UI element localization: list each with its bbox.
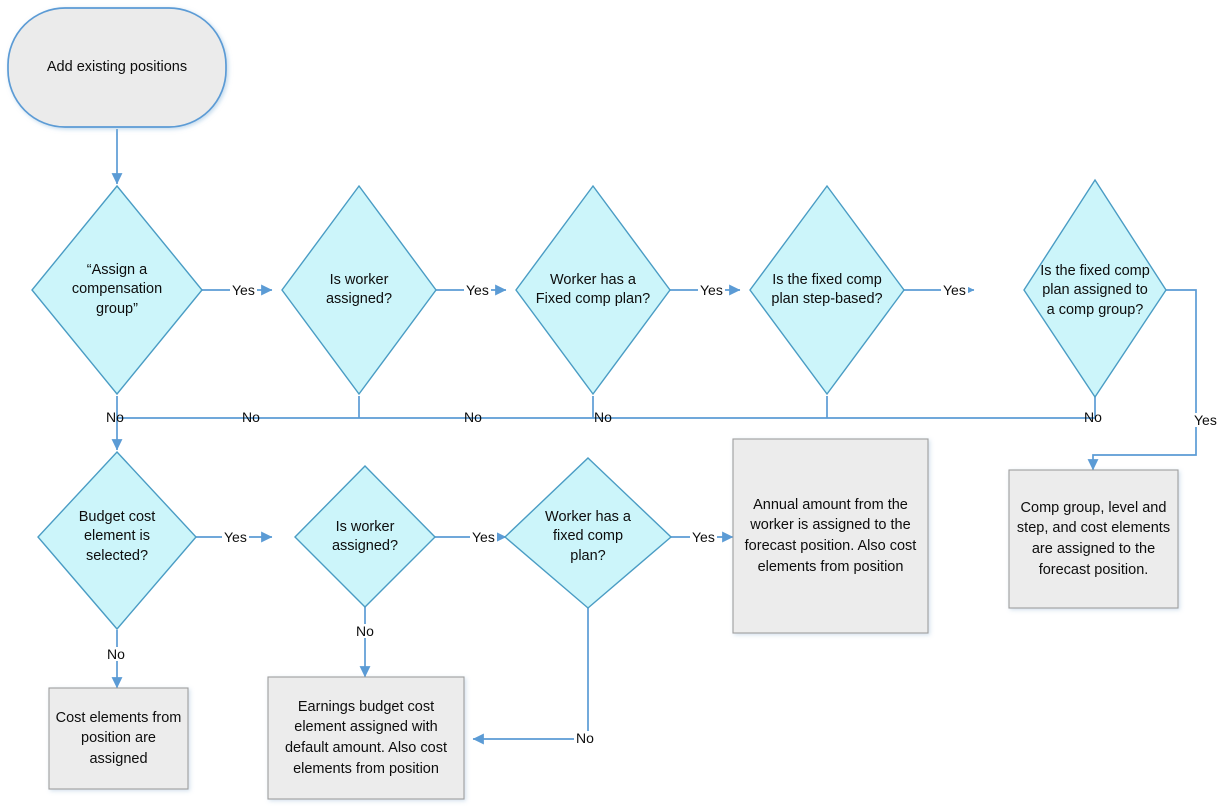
node-compgroup-shape[interactable] (1008, 469, 1179, 609)
node-costelements-shape[interactable] (48, 687, 189, 790)
node-d7-shape[interactable] (294, 465, 436, 608)
node-d8-shape[interactable] (503, 457, 673, 609)
connector-group (111, 129, 1197, 745)
node-start-shape[interactable] (7, 7, 227, 128)
node-d1-shape[interactable] (31, 184, 203, 396)
node-d4-shape[interactable] (749, 184, 905, 396)
node-d5-shape[interactable] (1023, 178, 1167, 399)
node-earnings-shape[interactable] (267, 676, 465, 800)
edge-d8-no-earnings (472, 607, 589, 745)
node-d6-shape[interactable] (37, 450, 197, 631)
edge-d5-yes-to-compgroup (1087, 289, 1197, 471)
node-d2-shape[interactable] (281, 184, 437, 396)
node-annual-shape[interactable] (732, 438, 929, 634)
node-d3-shape[interactable] (515, 184, 671, 396)
